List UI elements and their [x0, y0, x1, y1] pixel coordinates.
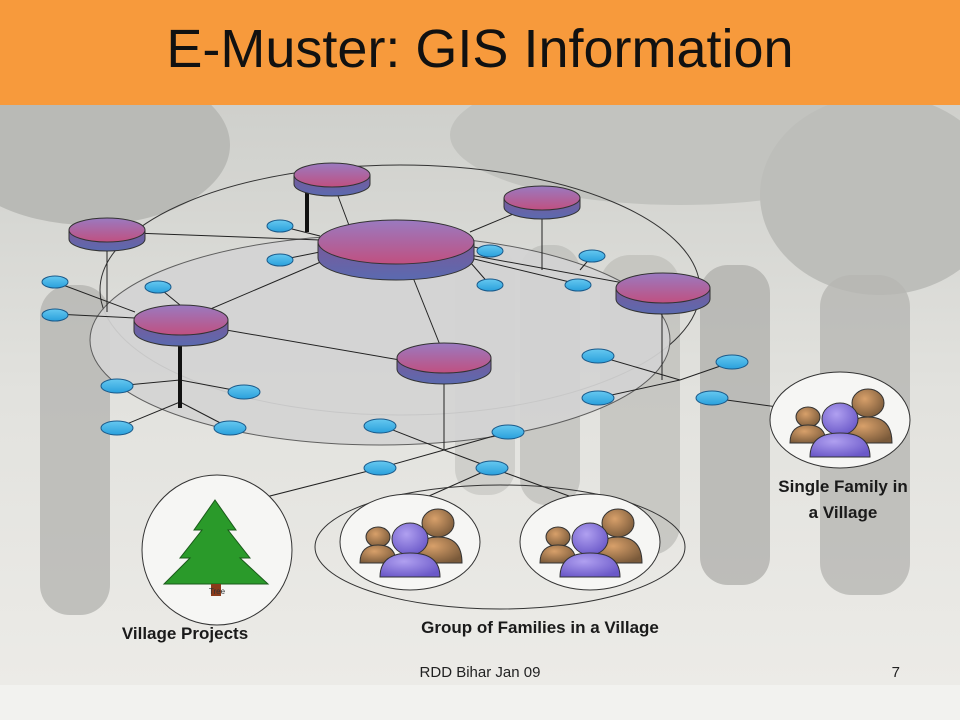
single-family-label-line1: Single Family in [778, 477, 908, 496]
database-disk-icon [396, 342, 492, 385]
small-node-disks [41, 219, 749, 476]
family-group-icon [789, 388, 893, 458]
slide-title: E-Muster: GIS Information [166, 19, 794, 79]
database-disk-icon [317, 219, 475, 281]
slide-footer: RDD Bihar Jan 09 [419, 664, 541, 681]
database-disk-icon [503, 185, 581, 220]
database-disk-icon [615, 272, 711, 315]
database-disk-icon [133, 304, 229, 347]
group-families-node [314, 484, 686, 610]
tree-caption: Tree [209, 587, 226, 596]
database-disk-icon [68, 217, 146, 252]
village-projects-node: Tree [141, 474, 293, 626]
single-family-label-line2: a Village [808, 503, 878, 522]
title-bar [0, 0, 960, 105]
database-disk-icon [293, 162, 371, 197]
family-group-icon [359, 508, 463, 578]
single-family-node [769, 371, 911, 469]
group-families-label: Group of Families in a Village [421, 618, 659, 637]
single-family-label: Single Family in a Village [738, 474, 948, 526]
village-projects-label: Village Projects [121, 624, 249, 643]
page-number: 7 [891, 664, 900, 681]
tree-icon: Tree [162, 499, 270, 596]
family-group-icon [539, 508, 643, 578]
